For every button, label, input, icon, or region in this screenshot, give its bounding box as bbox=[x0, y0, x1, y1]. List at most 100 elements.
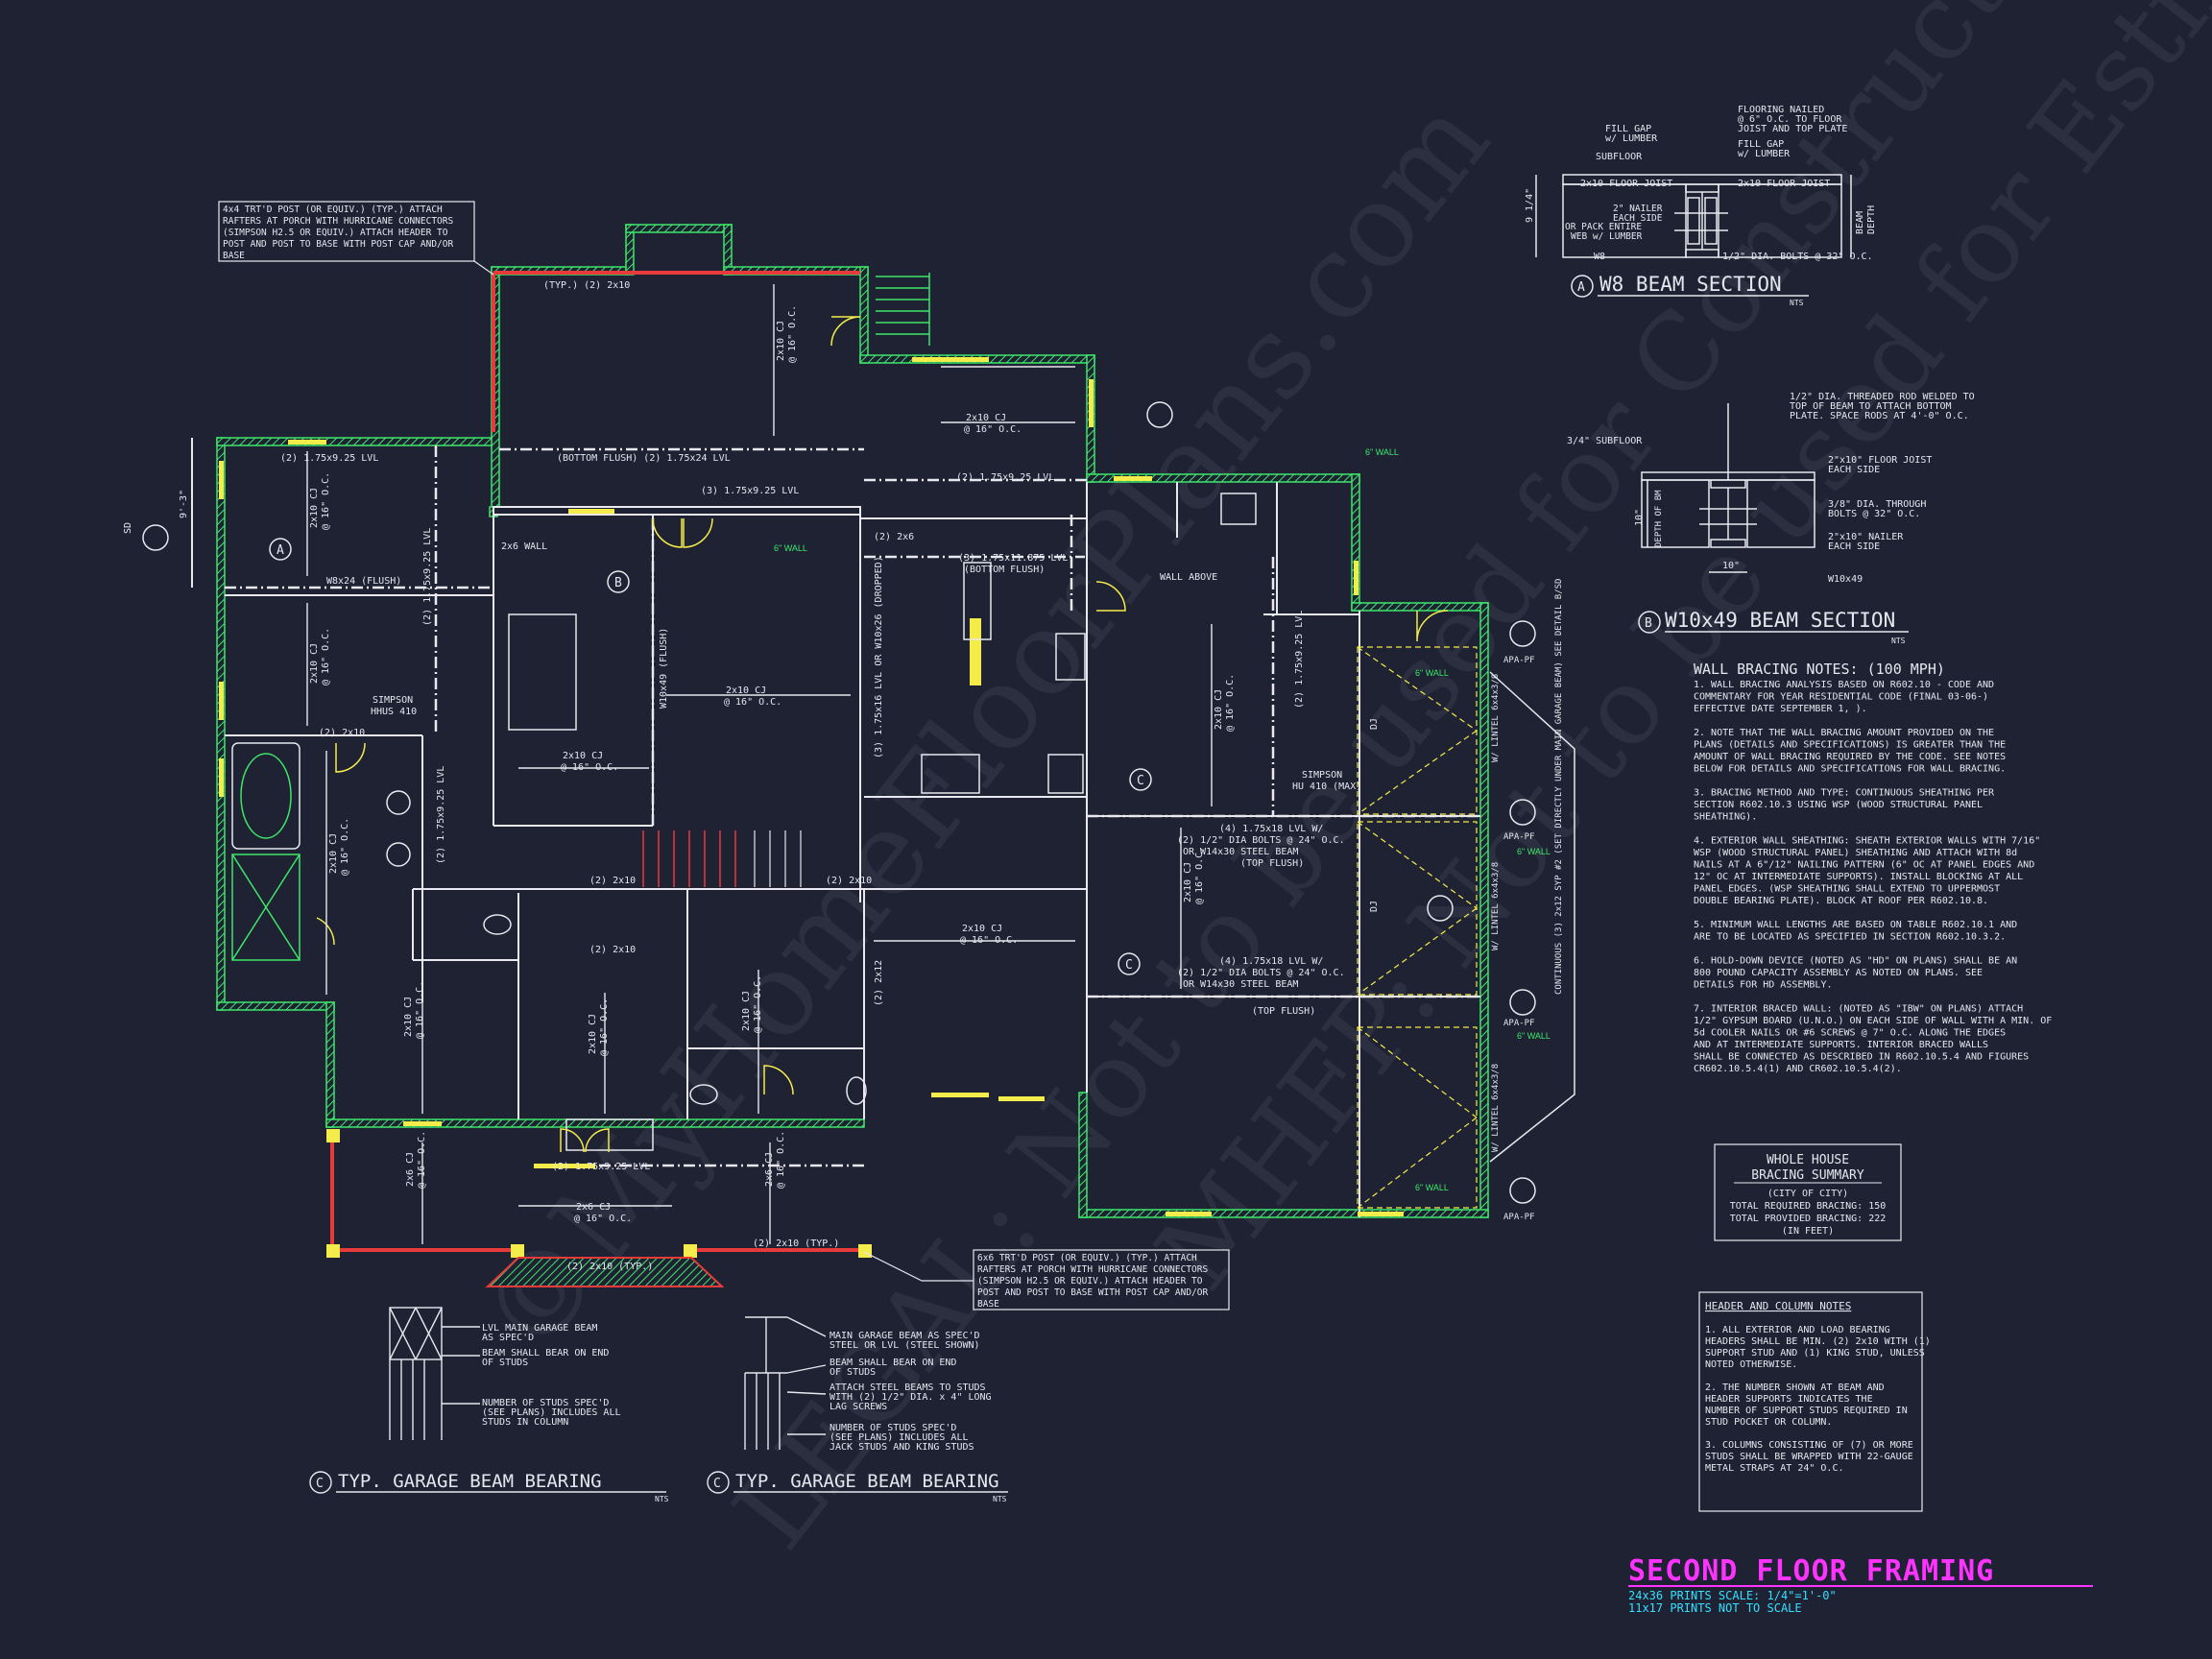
joist-label: @ 16" O.C. bbox=[561, 762, 618, 773]
label: W10x49 bbox=[1828, 574, 1863, 585]
headers bbox=[219, 357, 1404, 1216]
drawing-title: SECOND FLOOR FRAMING bbox=[1628, 1554, 1994, 1588]
plan-label: (2) 2x10 (TYP.) bbox=[753, 1238, 839, 1249]
plan-labels: (TYP.) (2) 2x10 (2) 1.75x9.25 LVL (2) 1.… bbox=[123, 280, 1564, 1272]
summary-line: TOTAL PROVIDED BRACING: 222 bbox=[1730, 1214, 1887, 1224]
title-block: SECOND FLOOR FRAMING 24x36 PRINTS SCALE:… bbox=[1628, 1554, 2093, 1615]
plan-label: W/ LINTEL 6x4x3/8 bbox=[1491, 862, 1501, 950]
joist-label: @ 16" O.C. bbox=[776, 1131, 786, 1189]
label: DEPTH bbox=[1866, 205, 1877, 234]
joist-label: @ 16" O.C. bbox=[574, 1214, 632, 1224]
doors bbox=[316, 316, 1449, 1153]
label: EACH SIDE bbox=[1828, 541, 1880, 552]
plan-label: OR W14x30 STEEL BEAM bbox=[1183, 847, 1298, 857]
joist-label: 2x10 CJ bbox=[741, 991, 752, 1031]
label: ATTACH STEEL BEAMS TO STUDS bbox=[830, 1382, 986, 1393]
plan-label: (2) 1.75x9.25 LVL bbox=[422, 528, 433, 626]
label: FILL GAP bbox=[1738, 139, 1784, 150]
label: 10" bbox=[1722, 561, 1740, 571]
plan-label: W8x24 (FLUSH) bbox=[326, 576, 401, 587]
callout-porch-top: 4x4 TRT'D POST (OR EQUIV.) (TYP.) ATTACH… bbox=[218, 201, 494, 276]
callout-line: BASE bbox=[223, 251, 245, 261]
label: WITH (2) 1/2" DIA. x 4" LONG bbox=[830, 1392, 992, 1403]
notes-line: 2. NOTE THAT THE WALL BRACING AMOUNT PRO… bbox=[1694, 728, 1994, 738]
callout-line: RAFTERS AT PORCH WITH HURRICANE CONNECTO… bbox=[977, 1264, 1208, 1275]
plan-label: 2x6 WALL bbox=[501, 541, 547, 552]
label: WEB w/ LUMBER bbox=[1571, 231, 1643, 242]
header-notes-lines: 1. ALL EXTERIOR AND LOAD BEARINGHEADERS … bbox=[1705, 1325, 1931, 1474]
plan-label: W/ LINTEL 6x4x3/8 bbox=[1491, 1064, 1501, 1152]
plan-label: (2) 2x12 bbox=[874, 960, 884, 1006]
plan-label: APA-PF bbox=[1503, 656, 1535, 665]
plan-label: (2) 2x6 bbox=[874, 532, 914, 542]
section-tag: A bbox=[1577, 280, 1585, 295]
plan-label: (2) 2x10 bbox=[826, 876, 872, 886]
notes-line: PANEL EDGES. (WSP SHEATHING SHALL EXTEND… bbox=[1694, 884, 2000, 895]
plan-label: W10x49 (FLUSH) bbox=[659, 628, 669, 709]
joist-label: 2x10 CJ bbox=[588, 1014, 598, 1054]
label: BEAM SHALL BEAR ON END bbox=[482, 1348, 609, 1358]
section-title: TYP. GARAGE BEAM BEARING bbox=[338, 1471, 602, 1492]
plan-label: DJ bbox=[1369, 901, 1380, 912]
label: BOLTS @ 32" O.C. bbox=[1828, 509, 1920, 519]
notes-lines: 1. WALL BRACING ANALYSIS BASED ON R602.1… bbox=[1694, 680, 2052, 1074]
header-notes-line: 1. ALL EXTERIOR AND LOAD BEARING bbox=[1705, 1325, 1890, 1335]
notes-line: DOUBLE BEARING PLATE). BLOCK AT ROOF PER… bbox=[1694, 896, 1988, 906]
plan-label: 6" WALL bbox=[1365, 447, 1399, 457]
label: 2"x10" NAILER bbox=[1828, 532, 1904, 542]
plan-label: (2) 1.75x9.25 LVL bbox=[956, 472, 1054, 483]
joist-label: @ 16" O.C. bbox=[417, 1131, 427, 1189]
plan-label: 6" WALL bbox=[1517, 1031, 1551, 1041]
joist-label: 2x10 CJ bbox=[328, 833, 339, 874]
label: 9 1/4" bbox=[1525, 188, 1535, 223]
notes-line: SECTION R602.10.3 USING WSP (WOOD STRUCT… bbox=[1694, 800, 1983, 810]
plan-label: (TYP.) (2) 2x10 bbox=[543, 280, 630, 291]
joist-label: 2x10 CJ bbox=[309, 643, 320, 684]
plan-label: W/ LINTEL 6x4x3/8 bbox=[1491, 674, 1501, 762]
plan-tag: A bbox=[276, 543, 284, 558]
plan-label: (3) 1.75x9.25 LVL bbox=[701, 486, 799, 496]
label: OR PACK ENTIRE bbox=[1565, 222, 1642, 232]
plan-label: (BOTTOM FLUSH) (2) 1.75x24 LVL bbox=[557, 453, 731, 464]
notes-line: 6. HOLD-DOWN DEVICE (NOTED AS "HD" ON PL… bbox=[1694, 956, 2017, 967]
label: MAIN GARAGE BEAM AS SPEC'D bbox=[830, 1331, 980, 1341]
summary-line: TOTAL REQUIRED BRACING: 150 bbox=[1730, 1201, 1887, 1212]
plan-label: APA-PF bbox=[1503, 1213, 1535, 1222]
stairs bbox=[642, 830, 736, 887]
notes-line: 5. MINIMUM WALL LENGTHS ARE BASED ON TAB… bbox=[1694, 920, 2017, 930]
notes-line: AND AT INTERMEDIATE SUPPORTS. INTERIOR B… bbox=[1694, 1040, 1988, 1050]
label: 2" NAILER bbox=[1613, 204, 1663, 214]
floor-plan bbox=[191, 224, 1575, 1287]
label: AS SPEC'D bbox=[482, 1333, 534, 1343]
beam-section-b: 1/2" DIA. THREADED ROD WELDED TO TOP OF … bbox=[1567, 392, 1975, 645]
label: 1/2" DIA. THREADED ROD WELDED TO bbox=[1790, 392, 1975, 402]
plan-label: HHUS 410 bbox=[371, 707, 417, 717]
plan-label: (3) 1.75x11.875 LVL bbox=[958, 553, 1068, 564]
callout-line: 4x4 TRT'D POST (OR EQUIV.) (TYP.) ATTACH bbox=[223, 204, 443, 215]
notes-line: NAILS AT A 6"/12" NAILING PATTERN (6" OC… bbox=[1694, 860, 2034, 871]
callout-line: POST AND POST TO BASE WITH POST CAP AND/… bbox=[977, 1287, 1208, 1298]
label: @ 6" O.C. TO FLOOR bbox=[1738, 114, 1842, 125]
label: STEEL OR LVL (STEEL SHOWN) bbox=[830, 1340, 980, 1351]
beam-section-a: 9 1/4" BEAM DEPTH FLOORING NAILED @ 6" O… bbox=[1525, 105, 1877, 307]
plan-label: 9'-3" bbox=[179, 490, 189, 518]
joist-label: 2x10 CJ bbox=[966, 413, 1006, 423]
notes-line: SHALL BE CONNECTED AS DESCRIBED IN R602.… bbox=[1694, 1052, 2029, 1063]
notes-line: WSP (WOOD STRUCTURAL PANEL) SHEATHING AN… bbox=[1694, 848, 2017, 858]
joist-label: @ 16" O.C. bbox=[960, 935, 1018, 946]
notes-line: DETAILS FOR HD ASSEMBLY. bbox=[1694, 980, 1833, 991]
plan-label: SIMPSON bbox=[373, 695, 413, 706]
notes-title: WALL BRACING NOTES: (100 MPH) bbox=[1694, 661, 1945, 678]
label: 2"x10" FLOOR JOIST bbox=[1828, 455, 1932, 466]
notes-line: 3. BRACING METHOD AND TYPE: CONTINUOUS S… bbox=[1694, 788, 1995, 799]
callout-line: POST AND POST TO BASE WITH POST CAP AND/… bbox=[223, 239, 453, 250]
label: BEAM bbox=[1855, 211, 1865, 234]
label: (SEE PLANS) INCLUDES ALL bbox=[830, 1432, 969, 1443]
header-notes-line: STUD POCKET OR COLUMN. bbox=[1705, 1417, 1832, 1428]
framing-beams bbox=[225, 445, 1479, 1167]
stairs-2 bbox=[754, 830, 802, 887]
joist-label: 2x6 CJ bbox=[764, 1152, 775, 1187]
label: W8 bbox=[1594, 252, 1605, 262]
plan-label: (2) 1/2" DIA BOLTS @ 24" O.C. bbox=[1177, 968, 1345, 978]
notes-line: ARE TO BE LOCATED AS SPECIFIED IN SECTIO… bbox=[1694, 932, 2006, 943]
